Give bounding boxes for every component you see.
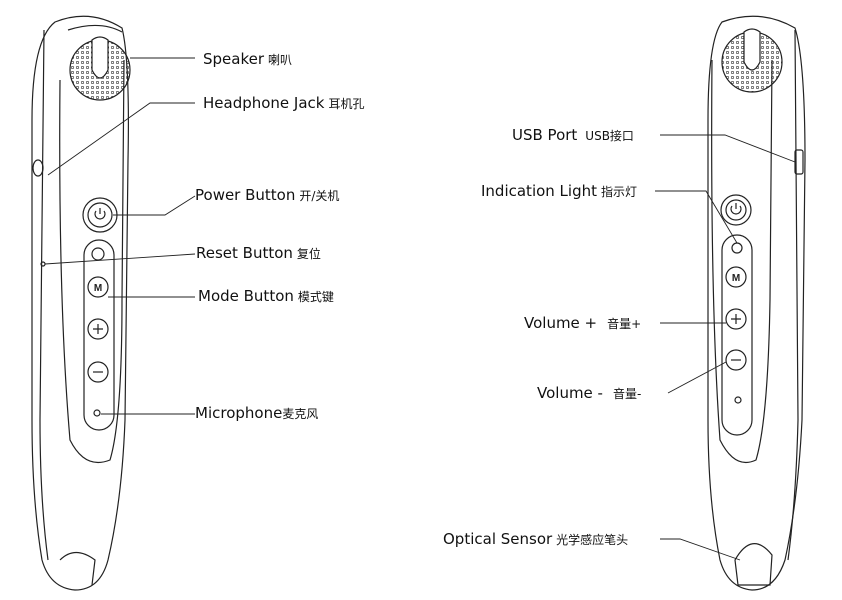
left-leader-lines bbox=[44, 57, 196, 415]
right-pen bbox=[707, 15, 806, 591]
label-microphone: Microphone麦克风 bbox=[195, 404, 319, 422]
right-power-button-icon bbox=[720, 194, 752, 226]
microphone-icon bbox=[93, 409, 101, 417]
headphone-jack-icon bbox=[32, 159, 44, 177]
reset-button-icon bbox=[91, 247, 105, 261]
right-leader-lines bbox=[655, 134, 796, 561]
mode-glyph-right: M bbox=[732, 273, 740, 284]
left-pen bbox=[31, 15, 131, 591]
mode-glyph: M bbox=[94, 283, 102, 294]
label-volume-down: Volume -音量- bbox=[537, 384, 642, 402]
plus-button-icon bbox=[87, 318, 109, 340]
mode-button-icon bbox=[87, 276, 109, 298]
label-volume-up: Volume +音量+ bbox=[524, 314, 642, 332]
indication-light-icon bbox=[731, 242, 743, 254]
right-mode-button-icon bbox=[725, 266, 747, 288]
volume-down-button-icon bbox=[725, 349, 747, 371]
optical-sensor-icon bbox=[734, 543, 773, 586]
volume-up-button-icon bbox=[725, 308, 747, 330]
minus-button-icon bbox=[87, 361, 109, 383]
